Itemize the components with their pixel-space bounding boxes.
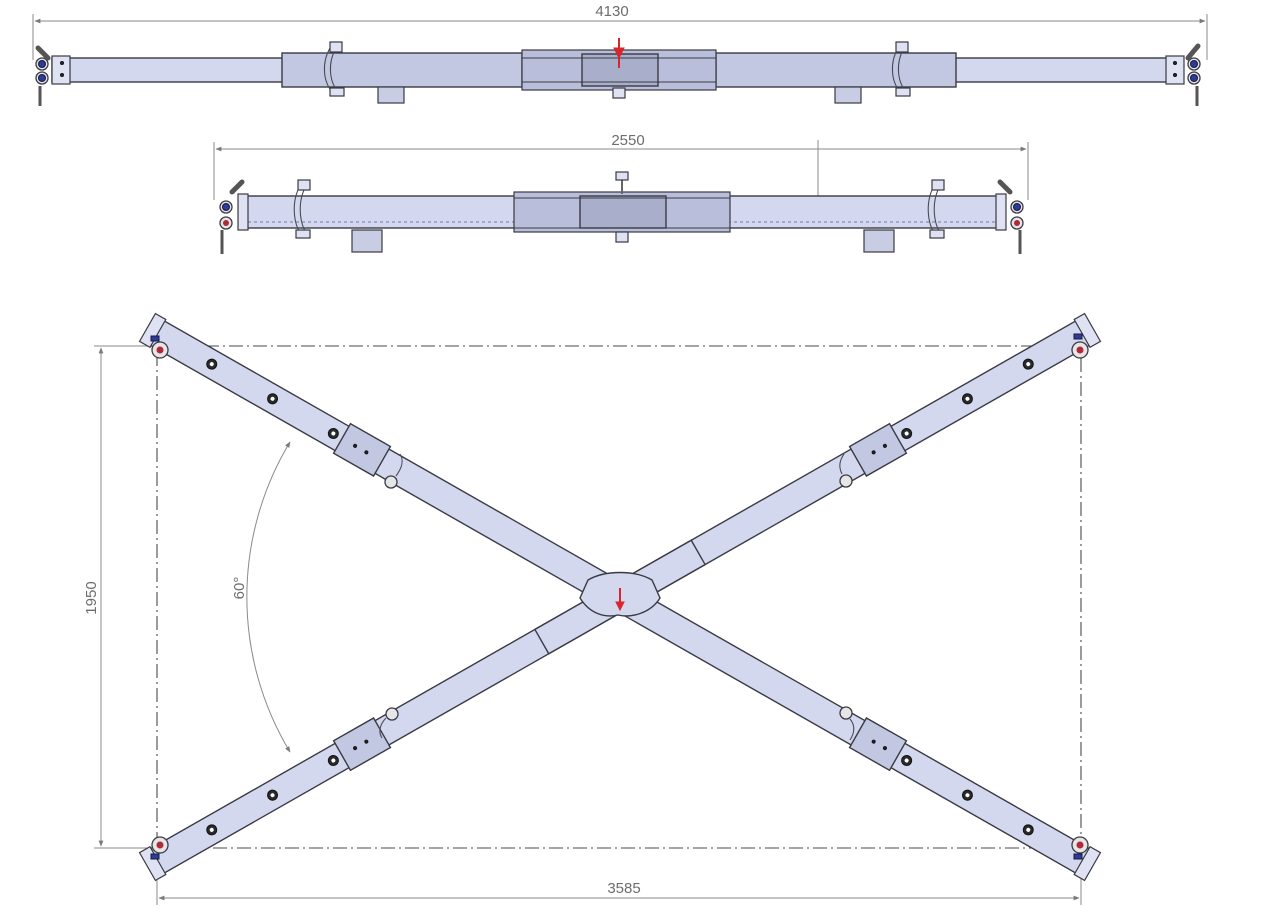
corner-fitting-bottom-right-icon: [1071, 836, 1089, 860]
chain-clamp-retracted-right-icon: [927, 179, 945, 239]
corner-fitting-top-right-icon: [1071, 333, 1089, 359]
dimension-label-angle: 60°: [231, 577, 248, 600]
dimension-1950: 1950: [83, 345, 157, 849]
dimension-label-4130: 4130: [595, 3, 628, 20]
end-fitting-retracted-right-icon: [995, 179, 1024, 254]
footprint-outline: [156, 345, 1082, 849]
load-arrow-icon: [612, 38, 626, 99]
chain-clamp-left-icon: [323, 41, 345, 97]
beam-sleeve-left: [281, 52, 523, 88]
central-hub: [579, 571, 661, 617]
chain-marker-plan-tl-icon: [384, 453, 403, 489]
chain-clamp-retracted-left-icon: [293, 179, 311, 239]
chain-marker-plan-bl-icon: [379, 707, 399, 739]
beam-sleeve-right: [715, 52, 957, 88]
chain-marker-plan-tr-icon: [839, 453, 853, 488]
dimension-angle-60: 60°: [231, 441, 291, 753]
foot-pad-retracted-left: [351, 229, 383, 253]
dimension-label-2550: 2550: [611, 132, 644, 149]
dimension-2550: 2550: [213, 132, 1029, 220]
extended-beam-view: 4130: [32, 3, 1208, 106]
corner-fitting-bottom-left-icon: [150, 836, 169, 860]
load-arrow-retracted-icon: [615, 171, 629, 243]
foot-pad-retracted-right: [863, 229, 895, 253]
foot-pad-left: [377, 86, 405, 104]
dimension-4130: 4130: [32, 3, 1208, 60]
center-block-retracted: [579, 195, 667, 229]
end-fitting-right-icon: [1165, 43, 1201, 106]
chain-marker-plan-br-icon: [839, 706, 855, 741]
plan-view: 1950 3585 60°: [83, 312, 1102, 905]
retracted-beam-view: 2550: [213, 132, 1029, 254]
dimension-label-1950: 1950: [83, 581, 100, 614]
foot-pad-right: [834, 86, 862, 104]
dimension-3585: 3585: [156, 848, 1082, 905]
end-fitting-retracted-left-icon: [219, 179, 249, 254]
dimension-label-3585: 3585: [607, 880, 640, 897]
chain-clamp-right-icon: [891, 41, 911, 97]
corner-fitting-top-left-icon: [150, 335, 169, 359]
end-fitting-left-icon: [35, 45, 71, 106]
